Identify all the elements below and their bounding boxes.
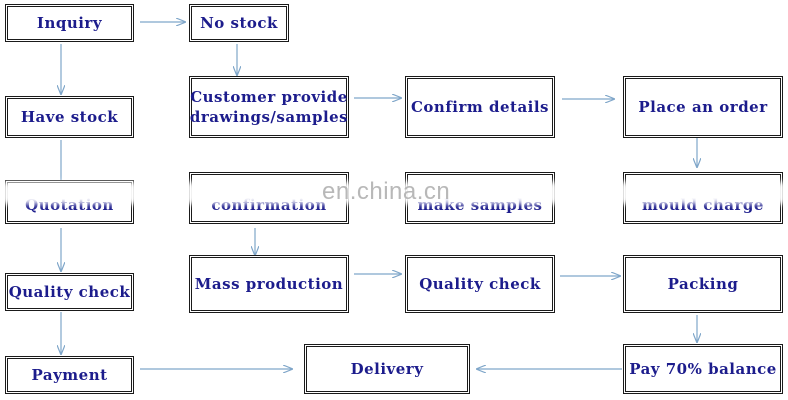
inquiry-box: Inquiry xyxy=(5,4,134,42)
confirm-details-label: Confirm details xyxy=(410,97,550,116)
delivery-box: Delivery xyxy=(304,344,470,394)
place-order-box: Place an order xyxy=(623,76,783,138)
blur-band-quotation xyxy=(2,182,138,204)
confirm-details-box: Confirm details xyxy=(405,76,555,138)
packing-box: Packing xyxy=(623,255,783,313)
payment-box: Payment xyxy=(5,356,134,394)
payment-label: Payment xyxy=(31,365,108,384)
watermark-text: en.china.cn xyxy=(322,178,451,205)
mass-production-label: Mass production xyxy=(194,274,344,293)
quality-check-mid-label: Quality check xyxy=(419,274,541,293)
customer-provide-label-line1: Customer provide xyxy=(190,87,348,106)
no-stock-label: No stock xyxy=(200,13,278,32)
packing-label: Packing xyxy=(667,274,739,293)
quality-check-mid-box: Quality check xyxy=(405,255,555,313)
customer-provide-label-line2: drawings/samples xyxy=(189,108,349,126)
delivery-label: Delivery xyxy=(350,359,424,378)
inquiry-label: Inquiry xyxy=(36,13,103,32)
quality-check-left-box: Quality check xyxy=(5,273,134,311)
blur-band-confirmation xyxy=(186,182,352,204)
pay-balance-box: Pay 70% balance xyxy=(623,344,783,394)
have-stock-label: Have stock xyxy=(20,107,119,126)
pay-balance-label: Pay 70% balance xyxy=(629,359,777,378)
blur-band-make-samples xyxy=(402,182,558,204)
have-stock-box: Have stock xyxy=(5,96,134,138)
mass-production-box: Mass production xyxy=(189,255,349,313)
no-stock-box: No stock xyxy=(189,4,289,42)
blur-band-mould-charge xyxy=(620,182,786,204)
customer-provide-box: Customer provide drawings/samples xyxy=(189,76,349,138)
place-order-label: Place an order xyxy=(638,97,768,116)
quality-check-left-label: Quality check xyxy=(8,282,131,301)
